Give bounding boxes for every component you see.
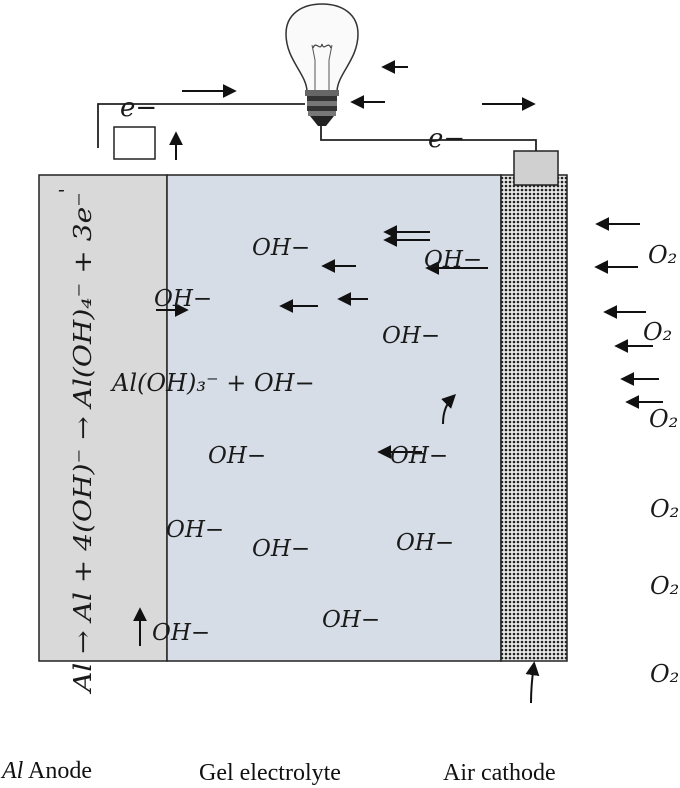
arrow bbox=[525, 661, 540, 704]
hydroxide-ion-label: OH− bbox=[252, 536, 310, 562]
aluminate-complex-label: Al(OH)₃⁻ + OH− bbox=[110, 369, 315, 397]
oxygen-label: O₂ bbox=[650, 495, 679, 523]
hydroxide-ion-label: OH− bbox=[396, 530, 454, 556]
flow-arrows bbox=[133, 60, 663, 704]
oxygen-label: O₂ bbox=[643, 318, 672, 346]
external-circuit-wire bbox=[97, 103, 305, 148]
anode-reaction: Al → Al + 4(OH)⁻ → Al(OH)₄⁻ + 3e⁻ bbox=[69, 192, 97, 694]
cathode-caption: Air cathode bbox=[443, 760, 556, 786]
electron-label-top: e− bbox=[120, 93, 157, 123]
hydroxide-ion-label: OH− bbox=[152, 620, 210, 646]
oxygen-label: O₂ bbox=[650, 572, 679, 600]
hydroxide-ion-label: OH− bbox=[208, 443, 266, 469]
electron-label-bottom: e− bbox=[428, 124, 465, 154]
arrow bbox=[441, 394, 456, 425]
switch-box bbox=[113, 126, 156, 160]
hydroxide-ion-label: OH− bbox=[424, 247, 482, 273]
oxygen-label: O₂ bbox=[650, 660, 679, 688]
hydroxide-ion-label: OH− bbox=[382, 323, 440, 349]
anode-caption: Al Anode bbox=[0, 758, 92, 784]
gel-electrolyte-region bbox=[166, 174, 502, 662]
external-circuit-wire-right bbox=[320, 126, 537, 151]
electrolyte-caption: Gel electrolyte bbox=[199, 760, 341, 786]
hydroxide-ion-label: OH− bbox=[166, 517, 224, 543]
cathode-terminal bbox=[513, 150, 559, 186]
air-cathode-mesh bbox=[500, 174, 568, 662]
hydroxide-ion-label: OH− bbox=[154, 286, 212, 312]
oxygen-label: O₂ bbox=[649, 405, 678, 433]
oxygen-label: O₂ bbox=[648, 241, 677, 269]
hydroxide-ion-label: OH− bbox=[390, 443, 448, 469]
hydroxide-ion-label: OH− bbox=[322, 607, 380, 633]
light-bulb-icon bbox=[285, 3, 359, 126]
anode-plate bbox=[38, 174, 168, 662]
anode-minus-mark: - bbox=[58, 177, 65, 201]
hydroxide-ion-label: OH− bbox=[252, 235, 310, 261]
